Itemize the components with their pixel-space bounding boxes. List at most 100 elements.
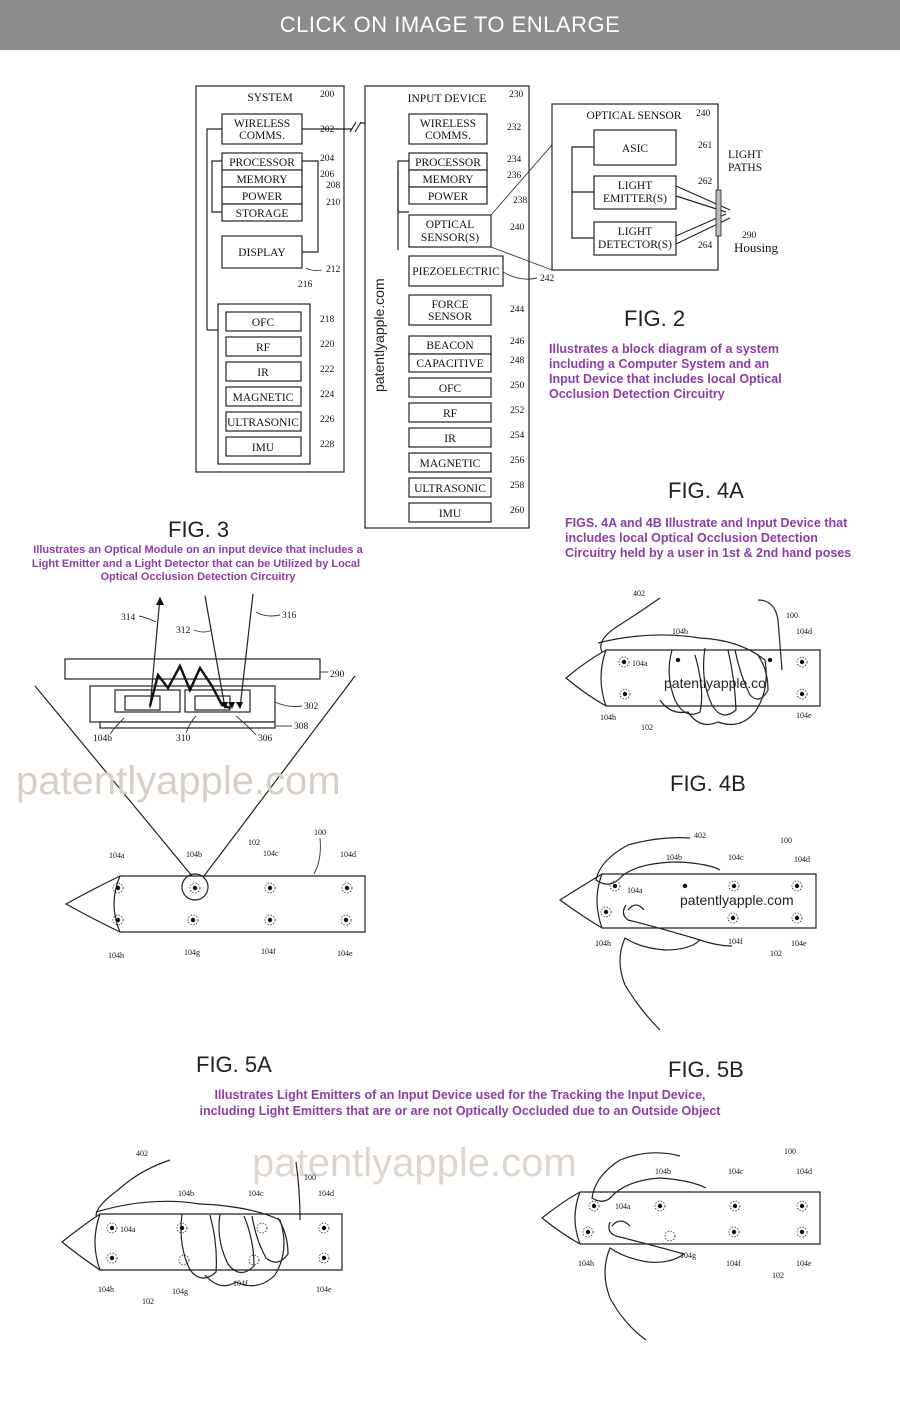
fig3-pen-104g: 104g [184,948,200,957]
fig4b-ref-104h: 104h [595,939,611,948]
sys-power-ref: 208 [326,181,341,191]
dev-ir-label: IR [444,433,456,445]
housing-window [715,189,722,237]
dev-magnetic-label: MAGNETIC [420,458,481,470]
fig2-caption-line4: Occlusion Detection Circuitry [549,387,725,401]
fig5b-ref-104g: 104g [680,1251,696,1260]
fig3-ref-308: 308 [294,722,309,732]
input-device-ref: 230 [509,90,524,100]
fig4b-ref-100: 100 [780,836,792,845]
fig5-caption-line2: including Light Emitters that are or are… [200,1104,722,1118]
fig4a-ref-100: 100 [786,611,798,620]
fig3-pen-104c: 104c [263,849,279,858]
fig5a-ref-402: 402 [136,1149,148,1158]
sys-memory-ref: 206 [320,170,335,180]
sys-magnetic-label: MAGNETIC [233,392,294,404]
fig4a-drawing: patentlyapple.co 402 100 104b 104d 104a … [565,589,821,732]
sys-rf-label: RF [256,342,270,354]
input-device-watermark: patentlyapple.com [371,278,387,392]
fig4a-ref-104a: 104a [632,659,648,668]
fig5b-drawing: 100 104b 104c 104d 104a 104g 104h 104f 1… [541,1147,821,1341]
dev-memory-ref: 236 [507,171,522,181]
fig3-label: FIG. 3 [168,517,229,542]
fig3-ref-306: 306 [258,734,273,744]
page-watermark: patentlyapple.com [16,759,341,803]
fig5b-ref-104a: 104a [615,1202,631,1211]
sys-ir-ref: 222 [320,365,335,375]
fig4a-watermark: patentlyapple.co [664,675,766,691]
sys-imu-label: IMU [252,442,275,454]
fig4a-ref-402: 402 [633,589,645,598]
fig5b-ref-104b: 104b [655,1167,671,1176]
sys-magnetic-ref: 224 [320,390,335,400]
emitter-ref: 262 [698,177,713,187]
optical-sensor-block: OPTICAL SENSOR 240 ASIC 261 LIGHT EMITTE… [490,103,779,271]
sys-wireless-label2: COMMS. [239,130,285,142]
optical-sensor-title: OPTICAL SENSOR [586,110,681,122]
enlarge-banner[interactable]: CLICK ON IMAGE TO ENLARGE [0,0,900,50]
fig4-caption-line2: includes local Optical Occlusion Detecti… [565,531,818,545]
dev-beacon-label: BEACON [426,340,474,352]
fig5b-ref-100: 100 [784,1147,796,1156]
fig5a-drawing: 402 100 104b 104c 104d 104a 104h 102 104… [61,1149,343,1306]
fig3-caption: Illustrates an Optical Module on an inpu… [32,544,364,583]
fig4b-ref-104c: 104c [728,853,744,862]
detector-label2: DETECTOR(S) [598,239,672,251]
fig3-pen: 104a 104b 104c 104d 102 100 104h 104g 10… [64,828,366,960]
fig5-watermark: patentlyapple.com [252,1141,577,1185]
detector-ref: 264 [698,241,713,251]
fig5b-ref-104f: 104f [726,1259,741,1268]
fig3-caption-line1: Illustrates an Optical Module on an inpu… [33,544,363,556]
dev-ofc-label: OFC [439,383,462,395]
sys-ofc-label: OFC [252,317,275,329]
fig4a-ref-104h: 104h [600,713,616,722]
fig4b-drawing: patentlyapple.com 402 100 104b 104c 104d… [558,831,817,1031]
sys-rf-ref: 220 [320,340,335,350]
fig3-pen-104a: 104a [109,851,125,860]
fig5a-ref-104g: 104g [172,1287,188,1296]
sys-ultrasonic-ref: 226 [320,415,335,425]
dev-ir-ref: 254 [510,431,525,441]
dev-beacon-ref: 246 [510,337,525,347]
fig4a-ref-104d: 104d [796,627,812,636]
fig4-caption-line3: Circuitry held by a user in 1st & 2nd ha… [565,546,851,560]
fig5a-ref-104f: 104f [233,1279,248,1288]
link-break-marks [349,121,362,133]
fig4b-ref-104d: 104d [794,855,810,864]
housing-ref: 290 [742,231,757,241]
fig5a-ref-104b: 104b [178,1189,194,1198]
fig4-caption: FIGS. 4A and 4B Illustrate and Input Dev… [565,516,851,560]
dev-piezo-ref: 242 [540,274,555,284]
dev-ofc-ref: 250 [510,381,525,391]
fig4b-ref-104e: 104e [791,939,807,948]
emitter-label: LIGHT [618,180,653,192]
system-title: SYSTEM [247,92,292,104]
dev-imu-label: IMU [439,508,462,520]
fig3-pen-104b: 104b [186,850,202,859]
dev-rf-label: RF [443,408,457,420]
dev-force-ref: 244 [510,305,525,315]
fig5b-label: FIG. 5B [668,1057,744,1082]
dev-capacitive-ref: 248 [510,356,525,366]
fig5-caption: Illustrates Light Emitters of an Input D… [200,1088,722,1118]
fig5a-ref-104d: 104d [318,1189,334,1198]
fig2-caption-line2: including a Computer System and an [549,357,769,371]
sys-ir-label: IR [257,367,269,379]
dev-ultrasonic-label: ULTRASONIC [414,483,486,495]
sys-ultrasonic-label: ULTRASONIC [227,417,299,429]
fig5a-ref-104a: 104a [120,1225,136,1234]
dev-wireless-label: WIRELESS [420,118,476,130]
fig5b-ref-102: 102 [772,1271,784,1280]
fig5a-ref-104h: 104h [98,1285,114,1294]
fig3-ref-290: 290 [330,670,345,680]
sys-storage-label: STORAGE [236,208,289,220]
fig3-pen-104h: 104h [108,951,124,960]
dev-processor-label: PROCESSOR [415,157,481,169]
light-paths-label2: PATHS [728,162,762,174]
fig4b-label: FIG. 4B [670,771,746,796]
fig4b-ref-102: 102 [770,949,782,958]
fig4-caption-line1: FIGS. 4A and 4B Illustrate and Input Dev… [565,516,848,530]
fig4b-ref-104b: 104b [666,853,682,862]
dev-optical-label2: SENSOR(S) [421,232,479,244]
